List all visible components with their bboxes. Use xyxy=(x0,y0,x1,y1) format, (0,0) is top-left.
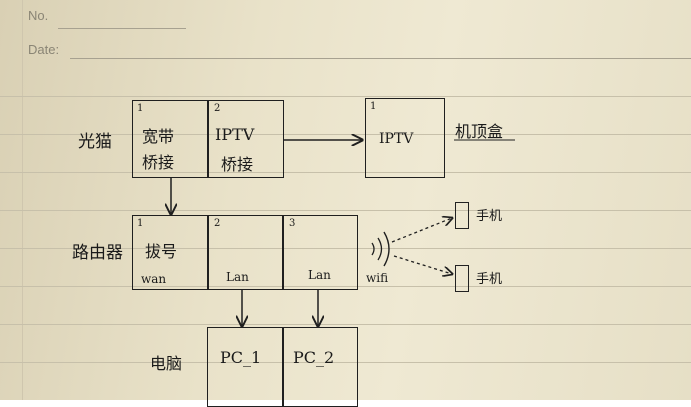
stb-name: 机顶盒 xyxy=(455,122,504,141)
pc-2-box: PC_2 xyxy=(282,327,358,407)
stb-number: 1 xyxy=(370,101,377,112)
ruled-line xyxy=(0,134,691,135)
ruled-line xyxy=(0,96,691,97)
router-port-1-box: 1 拔号 wan xyxy=(132,215,209,290)
no-label: No. xyxy=(28,8,49,23)
port-number: 1 xyxy=(137,218,144,229)
pc-label: 电脑 xyxy=(150,354,183,373)
phone-icon xyxy=(455,202,469,229)
ruled-line xyxy=(0,324,691,325)
port-line-1: 拔号 xyxy=(145,242,178,261)
wifi-link-phone-2 xyxy=(393,255,452,274)
ruled-line xyxy=(0,248,691,249)
no-underline xyxy=(58,28,186,29)
pc-1-box: PC_1 xyxy=(207,327,284,407)
ruled-line xyxy=(0,362,691,363)
modem-label: 光猫 xyxy=(78,132,112,152)
router-port-3-box: 3 Lan xyxy=(282,215,358,290)
port-line-1: IPTV xyxy=(215,125,255,144)
ruled-line xyxy=(0,210,691,211)
stb-box: 1 IPTV xyxy=(365,98,445,178)
phone-label: 手机 xyxy=(476,209,503,224)
date-label: Date: xyxy=(28,42,60,57)
port-number: 2 xyxy=(214,218,221,229)
phone-icon xyxy=(455,265,469,292)
modem-port-2-box: 2 IPTV 桥接 xyxy=(207,100,284,178)
phone-label: 手机 xyxy=(476,272,503,287)
wifi-arc-small xyxy=(371,242,375,256)
ruled-line xyxy=(0,286,691,287)
router-port-2-box: 2 Lan xyxy=(207,215,284,290)
port-line-2: 桥接 xyxy=(142,153,175,172)
port-number: 1 xyxy=(137,103,144,114)
stb-label: IPTV xyxy=(379,131,414,147)
port-lan-label: Lan xyxy=(308,268,331,282)
port-line-1: 宽带 xyxy=(142,127,175,146)
date-underline xyxy=(70,58,691,59)
port-number: 2 xyxy=(214,103,221,114)
modem-port-1-box: 1 宽带 桥接 xyxy=(132,100,209,178)
wifi-label: wifi xyxy=(366,271,389,285)
ruled-line xyxy=(0,172,691,173)
port-wan-label: wan xyxy=(141,272,167,286)
router-label: 路由器 xyxy=(72,243,123,263)
wifi-arc-large xyxy=(383,231,390,267)
port-line-2: 桥接 xyxy=(221,155,254,174)
margin-line xyxy=(22,0,23,400)
pc-2-label: PC_2 xyxy=(293,348,335,367)
port-number: 3 xyxy=(289,218,296,229)
wifi-link-phone-1 xyxy=(391,218,452,243)
wifi-arc-medium xyxy=(377,237,383,261)
pc-1-label: PC_1 xyxy=(220,348,262,367)
port-lan-label: Lan xyxy=(226,270,249,284)
